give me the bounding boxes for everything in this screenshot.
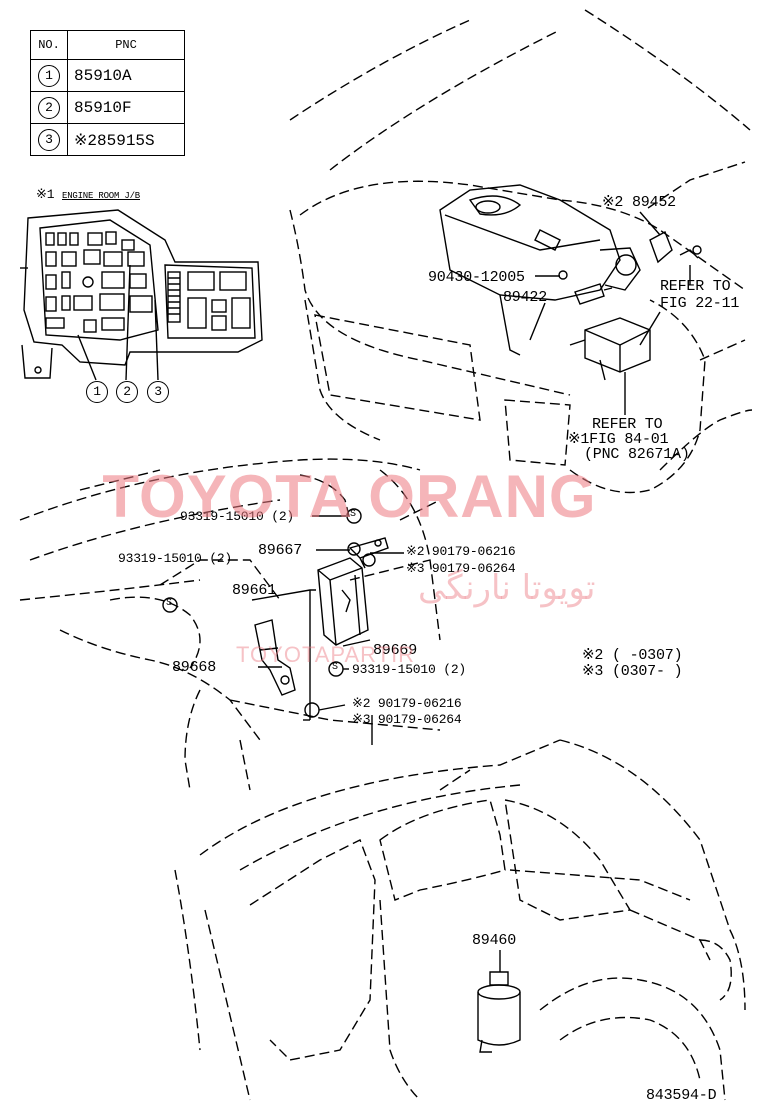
front-module (569, 317, 651, 381)
label-90179-b3: ※3 90179-06264 (352, 712, 462, 727)
dashboard-outline (19, 458, 441, 791)
car-rear-outline (174, 739, 746, 1101)
note-3: ※3 (0307- ) (582, 663, 683, 680)
bolt-icon: S (332, 662, 338, 673)
refer-fig84-line3: (PNC 82671A) (584, 446, 690, 463)
leader-lines-middle (251, 515, 404, 745)
engine-block (439, 184, 702, 356)
label-90430-12005: 90430-12005 (428, 269, 525, 286)
header-pnc: PNC (67, 30, 185, 60)
ecu-89661 (317, 557, 369, 646)
table-row: 1 85910A (30, 59, 185, 92)
watermark-persian: تویوتا نارنگی (418, 568, 596, 608)
bolt-icon: S (350, 509, 356, 520)
note-2: ※2 ( -0307) (582, 647, 683, 664)
row-pnc: ※285915S (67, 123, 185, 156)
table-row: 3 ※285915S (30, 123, 185, 156)
pnc-table: NO. PNC 1 85910A 2 85910F 3 ※285915S (30, 30, 185, 156)
junction-block (20, 209, 263, 381)
jb-callout-3: 3 (147, 381, 169, 403)
bolt-icon: S (166, 598, 172, 609)
row-pnc: 85910A (67, 59, 185, 92)
sensor-89422 (558, 270, 613, 305)
label-89661: 89661 (232, 582, 277, 599)
refer-fig84-line1: REFER TO (592, 416, 663, 433)
refer-fig22-line2: FIG 22-11 (660, 295, 740, 312)
bracket-89668 (254, 619, 296, 696)
label-93319-bottom: 93319-15010 (2) (352, 662, 467, 677)
watermark-main: TOYOTA ORANG (102, 463, 597, 530)
jb-callout-2: 2 (116, 381, 138, 403)
label-90179-b2: ※2 90179-06216 (352, 696, 462, 711)
pnc-table-header: NO. PNC (30, 30, 185, 60)
label-89422: 89422 (503, 289, 548, 306)
refer-fig84-line2: ※1FIG 84-01 (568, 431, 669, 448)
label-89452: ※2 89452 (602, 194, 676, 211)
bolt-symbols (162, 508, 376, 718)
label-89668: 89668 (172, 659, 217, 676)
label-90179-a2: ※2 90179-06216 (406, 544, 516, 559)
row-pnc: 85910F (67, 91, 185, 124)
jb-subtitle: ENGINE ROOM J/B (62, 191, 141, 201)
label-89669: 89669 (373, 642, 418, 659)
row-number: 2 (38, 96, 60, 119)
diagram-id: 843594-D (646, 1087, 717, 1104)
car-front-outline (289, 9, 753, 494)
row-number: 1 (38, 64, 60, 87)
jb-callout-1: 1 (86, 381, 108, 403)
table-row: 2 85910F (30, 91, 185, 124)
leader-lines-top (529, 161, 746, 415)
sensor-89460 (477, 950, 521, 1053)
header-no: NO. (30, 30, 68, 60)
label-93319-top: 93319-15010 (2) (180, 509, 295, 524)
label-89667: 89667 (258, 542, 303, 559)
watermark-url: TOYOTAPARTIR (236, 642, 416, 667)
row-number: 3 (38, 128, 60, 151)
jb-title: ※1 (36, 187, 55, 202)
label-89460: 89460 (472, 932, 517, 949)
label-93319-left: 93319-15010 (2) (118, 551, 233, 566)
label-90179-a3: ※3 90179-06264 (406, 561, 516, 576)
refer-fig22-line1: REFER TO (660, 278, 731, 295)
